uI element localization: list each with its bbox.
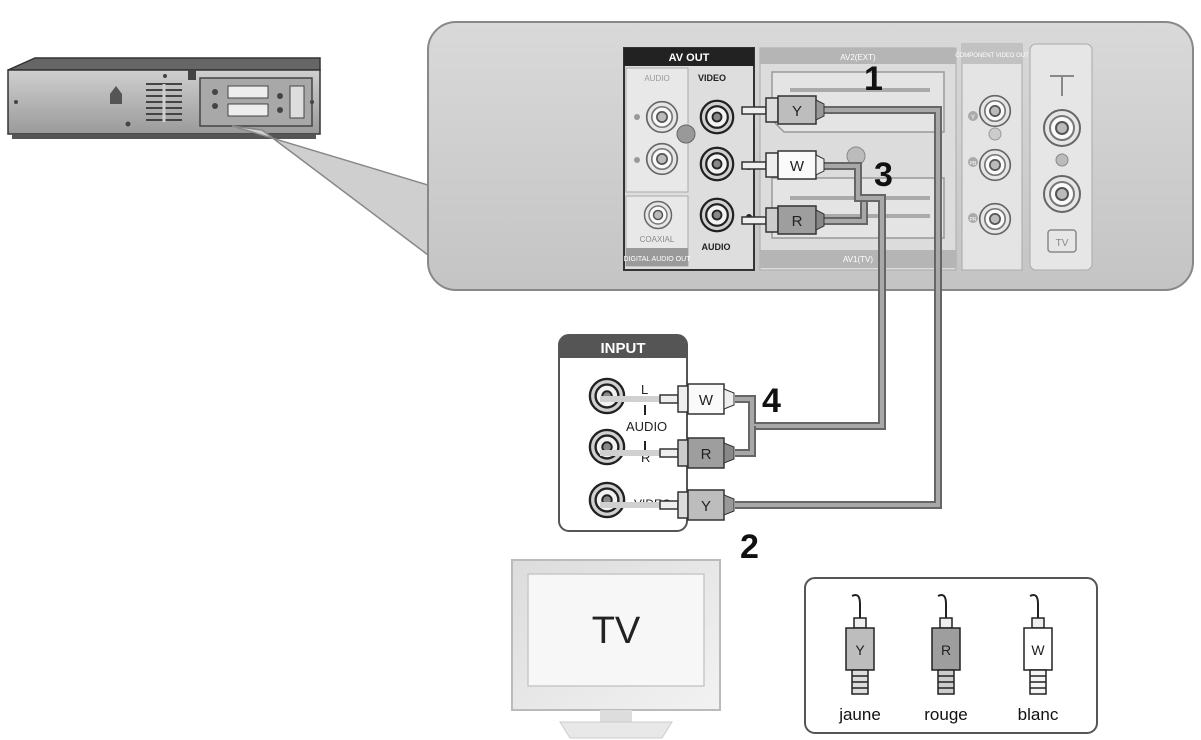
legend-y-letter: Y <box>855 642 865 658</box>
step-4-number: 4 <box>762 382 781 420</box>
audio-out-bottom-label: AUDIO <box>702 242 731 252</box>
audio-out-label: AUDIO <box>644 74 669 83</box>
input-audio-label: AUDIO <box>626 419 667 434</box>
step-2-number: 2 <box>740 528 759 566</box>
legend-y-name: jaune <box>838 705 881 724</box>
tv-label: TV <box>592 610 641 652</box>
plug-r-rear-letter: R <box>792 213 803 230</box>
plug-y-input: Y <box>600 489 735 521</box>
comp-y-label: Y <box>971 115 975 121</box>
av1-label: AV1(TV) <box>843 255 873 264</box>
dvd-recorder <box>7 57 321 139</box>
input-title: INPUT <box>601 340 646 357</box>
av-out-label: AV OUT <box>669 52 710 64</box>
step-3-number: 3 <box>874 156 893 194</box>
component-pr-jack[interactable] <box>978 202 1012 236</box>
component-y-jack[interactable] <box>978 94 1012 128</box>
plug-y-rear-letter: Y <box>792 103 802 120</box>
zoom-callout <box>231 125 429 257</box>
tv-connector-icon-label: TV <box>1056 238 1069 249</box>
av2-label: AV2(EXT) <box>840 53 876 62</box>
input-left-label: L <box>641 382 648 397</box>
plug-w-rear: W <box>741 150 825 180</box>
audio-out-l-jack[interactable] <box>699 146 735 182</box>
tv-set: TV <box>511 559 721 739</box>
antenna-out-jack[interactable] <box>1043 175 1081 213</box>
legend-w-name: blanc <box>1018 705 1059 724</box>
comp-pb-label: PB <box>970 161 977 167</box>
step-1-number: 1 <box>864 60 883 98</box>
plug-y-rear: Y <box>741 95 825 125</box>
audio-r-jack[interactable] <box>645 142 679 176</box>
input-right-label: R <box>641 450 650 465</box>
antenna-in-jack[interactable] <box>1043 109 1081 147</box>
legend-r-name: rouge <box>924 705 967 724</box>
digital-audio-out-label: DIGITAL AUDIO OUT <box>624 256 692 263</box>
legend-plug-r: R rouge <box>924 594 968 724</box>
input-video-jack[interactable] <box>588 481 626 519</box>
color-legend: Y jaune R rouge W blanc <box>804 577 1098 734</box>
audio-out-r-jack[interactable] <box>699 197 735 233</box>
device-vent-icon <box>146 83 182 122</box>
plug-r-rear: R <box>741 205 825 235</box>
legend-w-letter: W <box>1031 642 1045 658</box>
legend-r-letter: R <box>941 642 951 658</box>
coaxial-label: COAXIAL <box>640 235 675 244</box>
plug-w-input: W <box>600 383 735 415</box>
plug-r-input: R <box>600 437 735 469</box>
component-label: COMPONENT VIDEO OUT <box>955 53 1029 59</box>
antenna-icon <box>1050 75 1074 96</box>
audio-l-jack[interactable] <box>645 100 679 134</box>
cables <box>735 106 942 509</box>
legend-plug-w: W blanc <box>1018 594 1059 724</box>
device-power-icon <box>110 86 122 104</box>
plug-r-input-letter: R <box>701 446 712 463</box>
video-out-jack[interactable] <box>699 99 735 135</box>
comp-pr-label: PR <box>970 217 977 223</box>
legend-plug-y: Y jaune <box>838 594 881 724</box>
plug-w-rear-letter: W <box>790 158 805 175</box>
coaxial-jack[interactable] <box>643 200 673 230</box>
plug-w-input-letter: W <box>699 392 714 409</box>
input-audio-r-jack[interactable] <box>588 428 626 466</box>
component-pb-jack[interactable] <box>978 148 1012 182</box>
video-out-label: VIDEO <box>698 73 726 83</box>
plug-y-input-letter: Y <box>701 498 711 515</box>
